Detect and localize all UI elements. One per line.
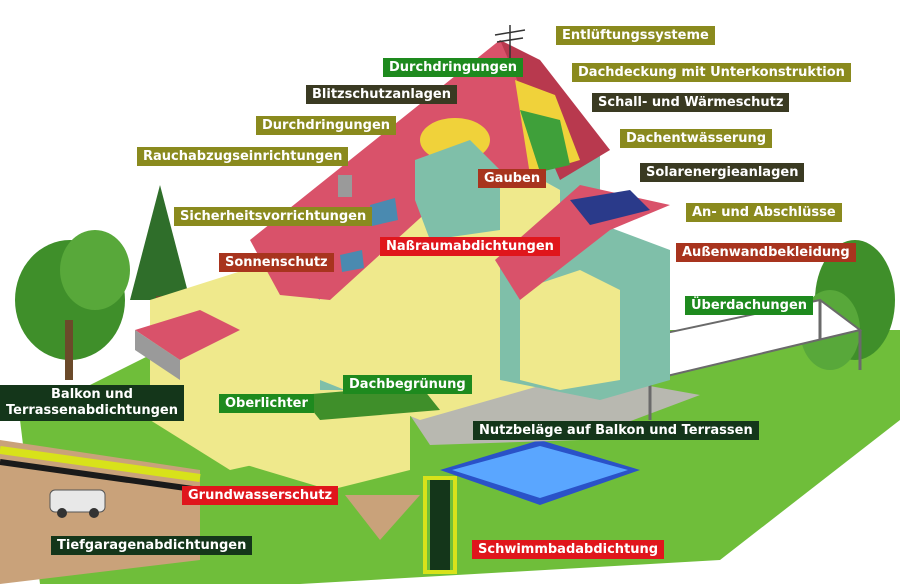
label-schall-waermeschutz: Schall- und Wärmeschutz — [592, 93, 790, 112]
label-rauchabzugseinrichtungen: Rauchabzugseinrichtungen — [137, 147, 349, 166]
swimming-pool — [440, 440, 640, 505]
label-dachbegruenung: Dachbegrünung — [343, 375, 472, 394]
tree-left — [15, 230, 130, 380]
label-gauben: Gauben — [478, 169, 547, 188]
label-solarenergieanlagen: Solarenergieanlagen — [640, 163, 805, 182]
label-durchdringungen-top: Durchdringungen — [383, 58, 524, 77]
label-tiefgaragenabdichtungen: Tiefgaragenabdichtungen — [51, 536, 253, 555]
antenna — [494, 25, 526, 60]
label-oberlichter: Oberlichter — [219, 394, 314, 413]
car — [49, 489, 106, 518]
label-balkon-terrassenabdichtungen: Balkon und Terrassenabdichtungen — [0, 385, 185, 421]
label-nassraumabdichtungen: Naßraumabdichtungen — [380, 237, 560, 256]
label-schwimmbadabdichtung: Schwimmbadabdichtung — [472, 540, 665, 559]
label-aussenwandbekleidung: Außenwandbekleidung — [676, 243, 856, 262]
chimney — [338, 175, 352, 197]
label-an-abschluesse: An- und Abschlüsse — [686, 203, 842, 222]
label-dachdeckung: Dachdeckung mit Unterkonstruktion — [572, 63, 851, 82]
label-sicherheitsvorrichtungen: Sicherheitsvorrichtungen — [174, 207, 373, 226]
label-sonnenschutz: Sonnenschutz — [219, 253, 334, 272]
label-ueberdachungen: Überdachungen — [685, 296, 814, 315]
label-durchdringungen-mid: Durchdringungen — [256, 116, 397, 135]
label-blitzschutzanlagen: Blitzschutzanlagen — [306, 85, 457, 104]
label-entlueftungssysteme: Entlüftungssysteme — [556, 26, 715, 45]
dormer — [415, 118, 500, 240]
label-grundwasserschutz: Grundwasserschutz — [182, 486, 339, 505]
label-dachentwaesserung: Dachentwässerung — [620, 129, 773, 148]
solar-panel — [570, 190, 650, 225]
label-nutzbelaege: Nutzbeläge auf Balkon und Terrassen — [473, 421, 759, 440]
